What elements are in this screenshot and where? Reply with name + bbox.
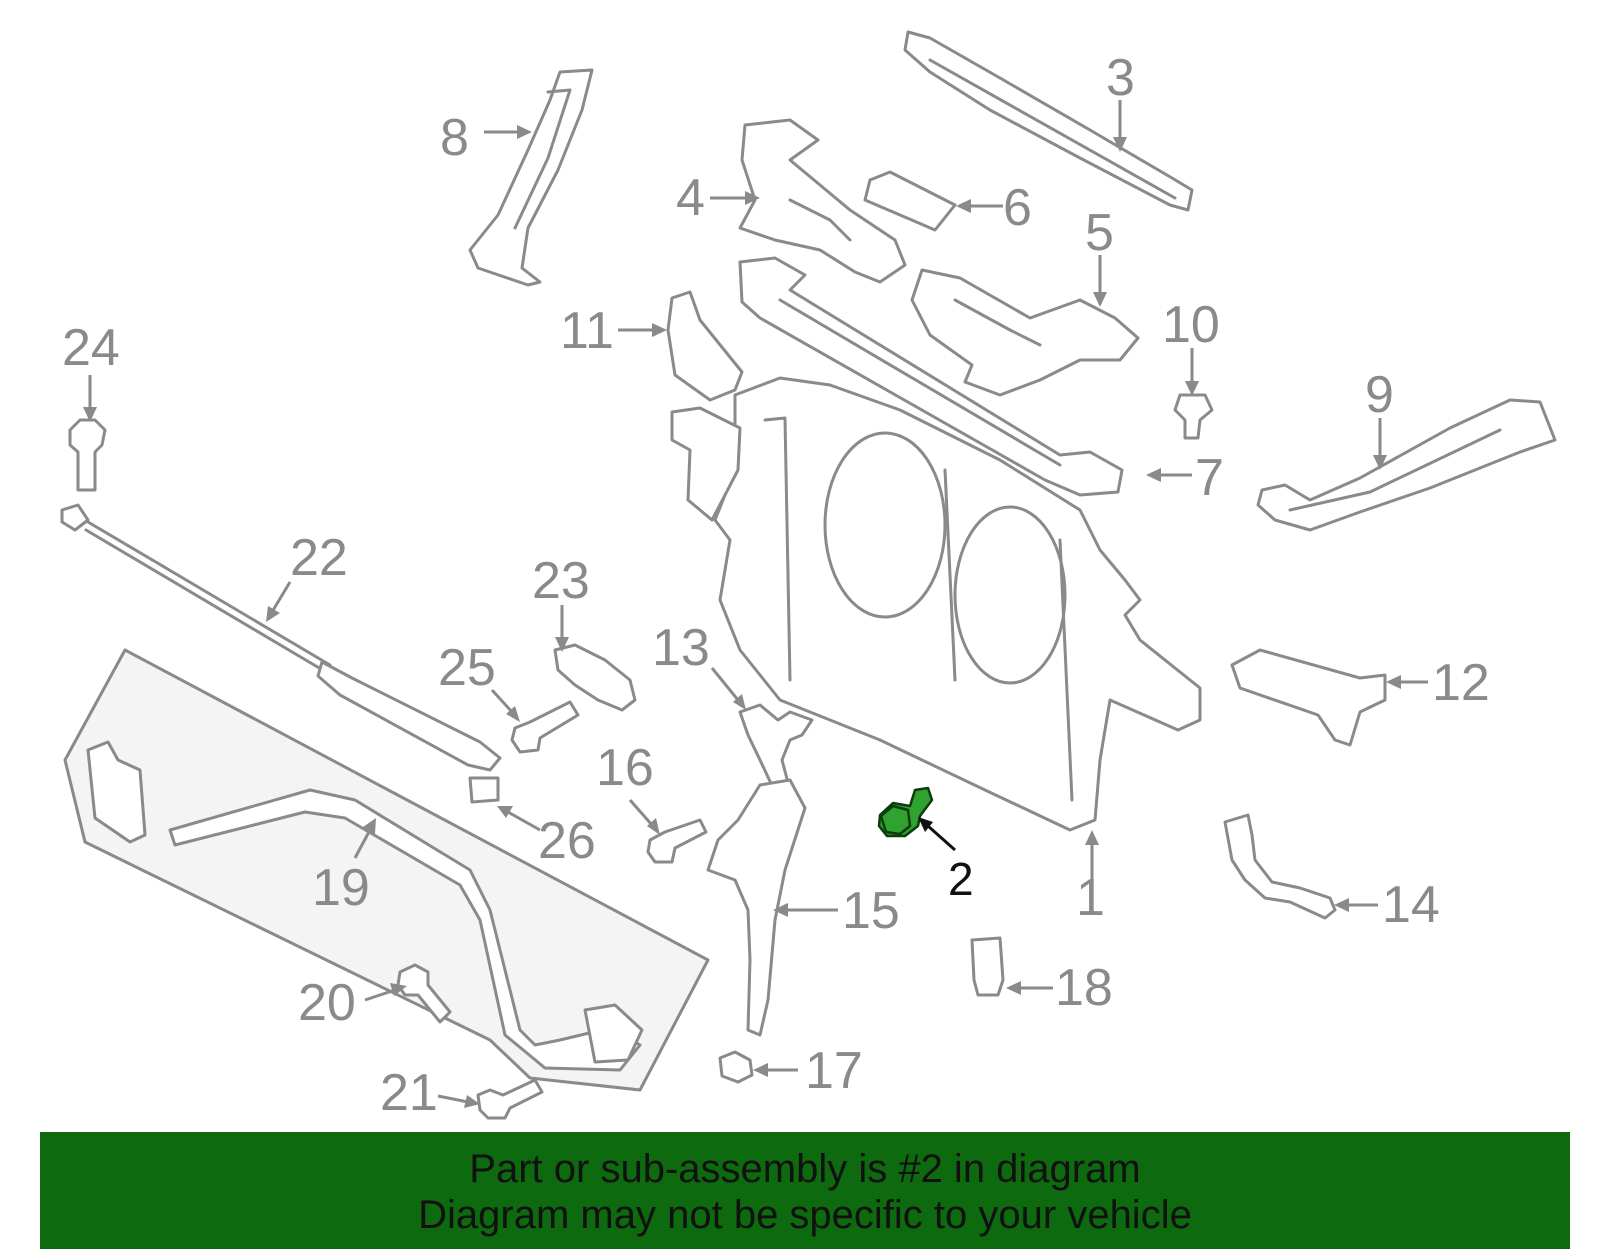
callout-6: 6 [1003,179,1032,237]
callout-9: 9 [1365,366,1394,424]
part-25-bolt [510,700,580,754]
banner-line-2: Diagram may not be specific to your vehi… [418,1193,1192,1237]
leader-lines [83,100,1428,1108]
part-23-latch [553,643,637,712]
banner-line-1: Part or sub-assembly is #2 in diagram [469,1147,1141,1191]
part-24-bolt [68,418,107,492]
part-4-upper-bracket-left [738,118,907,284]
part-16-bolt [646,818,708,864]
callout-1: 1 [1076,869,1105,927]
callout-18: 18 [1055,959,1113,1017]
part-18-grommet [970,936,1005,997]
part-12-bracket [1230,648,1387,747]
part-14-lower-bracket [1223,813,1337,920]
callout-12: 12 [1432,654,1490,712]
callout-15: 15 [842,882,900,940]
callout-3: 3 [1106,49,1135,107]
callout-25: 25 [438,639,496,697]
part-17-nut [718,1050,754,1084]
part-21-bolt [476,1078,544,1120]
part-22-hood-rod [60,503,502,772]
part-3-upper-tie-bar [903,30,1194,212]
part-19-lower-support [63,648,710,1092]
callout-17: 17 [805,1042,863,1100]
part-10-clip [1173,393,1214,440]
part-26-nut [468,776,500,804]
callout-11: 11 [560,302,614,360]
callout-20: 20 [298,974,356,1032]
part-8-side-bracket [468,68,594,287]
callout-19: 19 [312,859,370,917]
part-5-upper-bracket-right [910,268,1140,397]
part-11-guide [666,290,744,402]
callout-26: 26 [538,812,596,870]
callout-23: 23 [532,552,590,610]
callout-22: 22 [290,529,348,587]
leader-line-2 [918,817,956,852]
callout-13: 13 [652,619,710,677]
callout-14: 14 [1382,876,1440,934]
callout-4: 4 [676,169,705,227]
part-7-cross-member [738,256,1124,497]
disclaimer-banner: Part or sub-assembly is #2 in diagram Di… [40,1132,1570,1249]
part-15-side-bracket [706,778,807,1037]
part-6-plate [863,170,957,232]
callout-5: 5 [1085,204,1114,262]
callout-8: 8 [440,109,469,167]
callout-16: 16 [596,739,654,797]
part-9-right-bracket [1256,398,1557,532]
callout-7: 7 [1195,449,1224,507]
callout-24: 24 [62,319,120,377]
callout-2: 2 [948,853,974,905]
callout-10: 10 [1162,296,1220,354]
callout-21: 21 [380,1064,438,1122]
part-1-radiator-core-support [670,376,1202,832]
part-2-highlighted-bolt [877,786,934,838]
part-13-bracket [738,703,814,794]
